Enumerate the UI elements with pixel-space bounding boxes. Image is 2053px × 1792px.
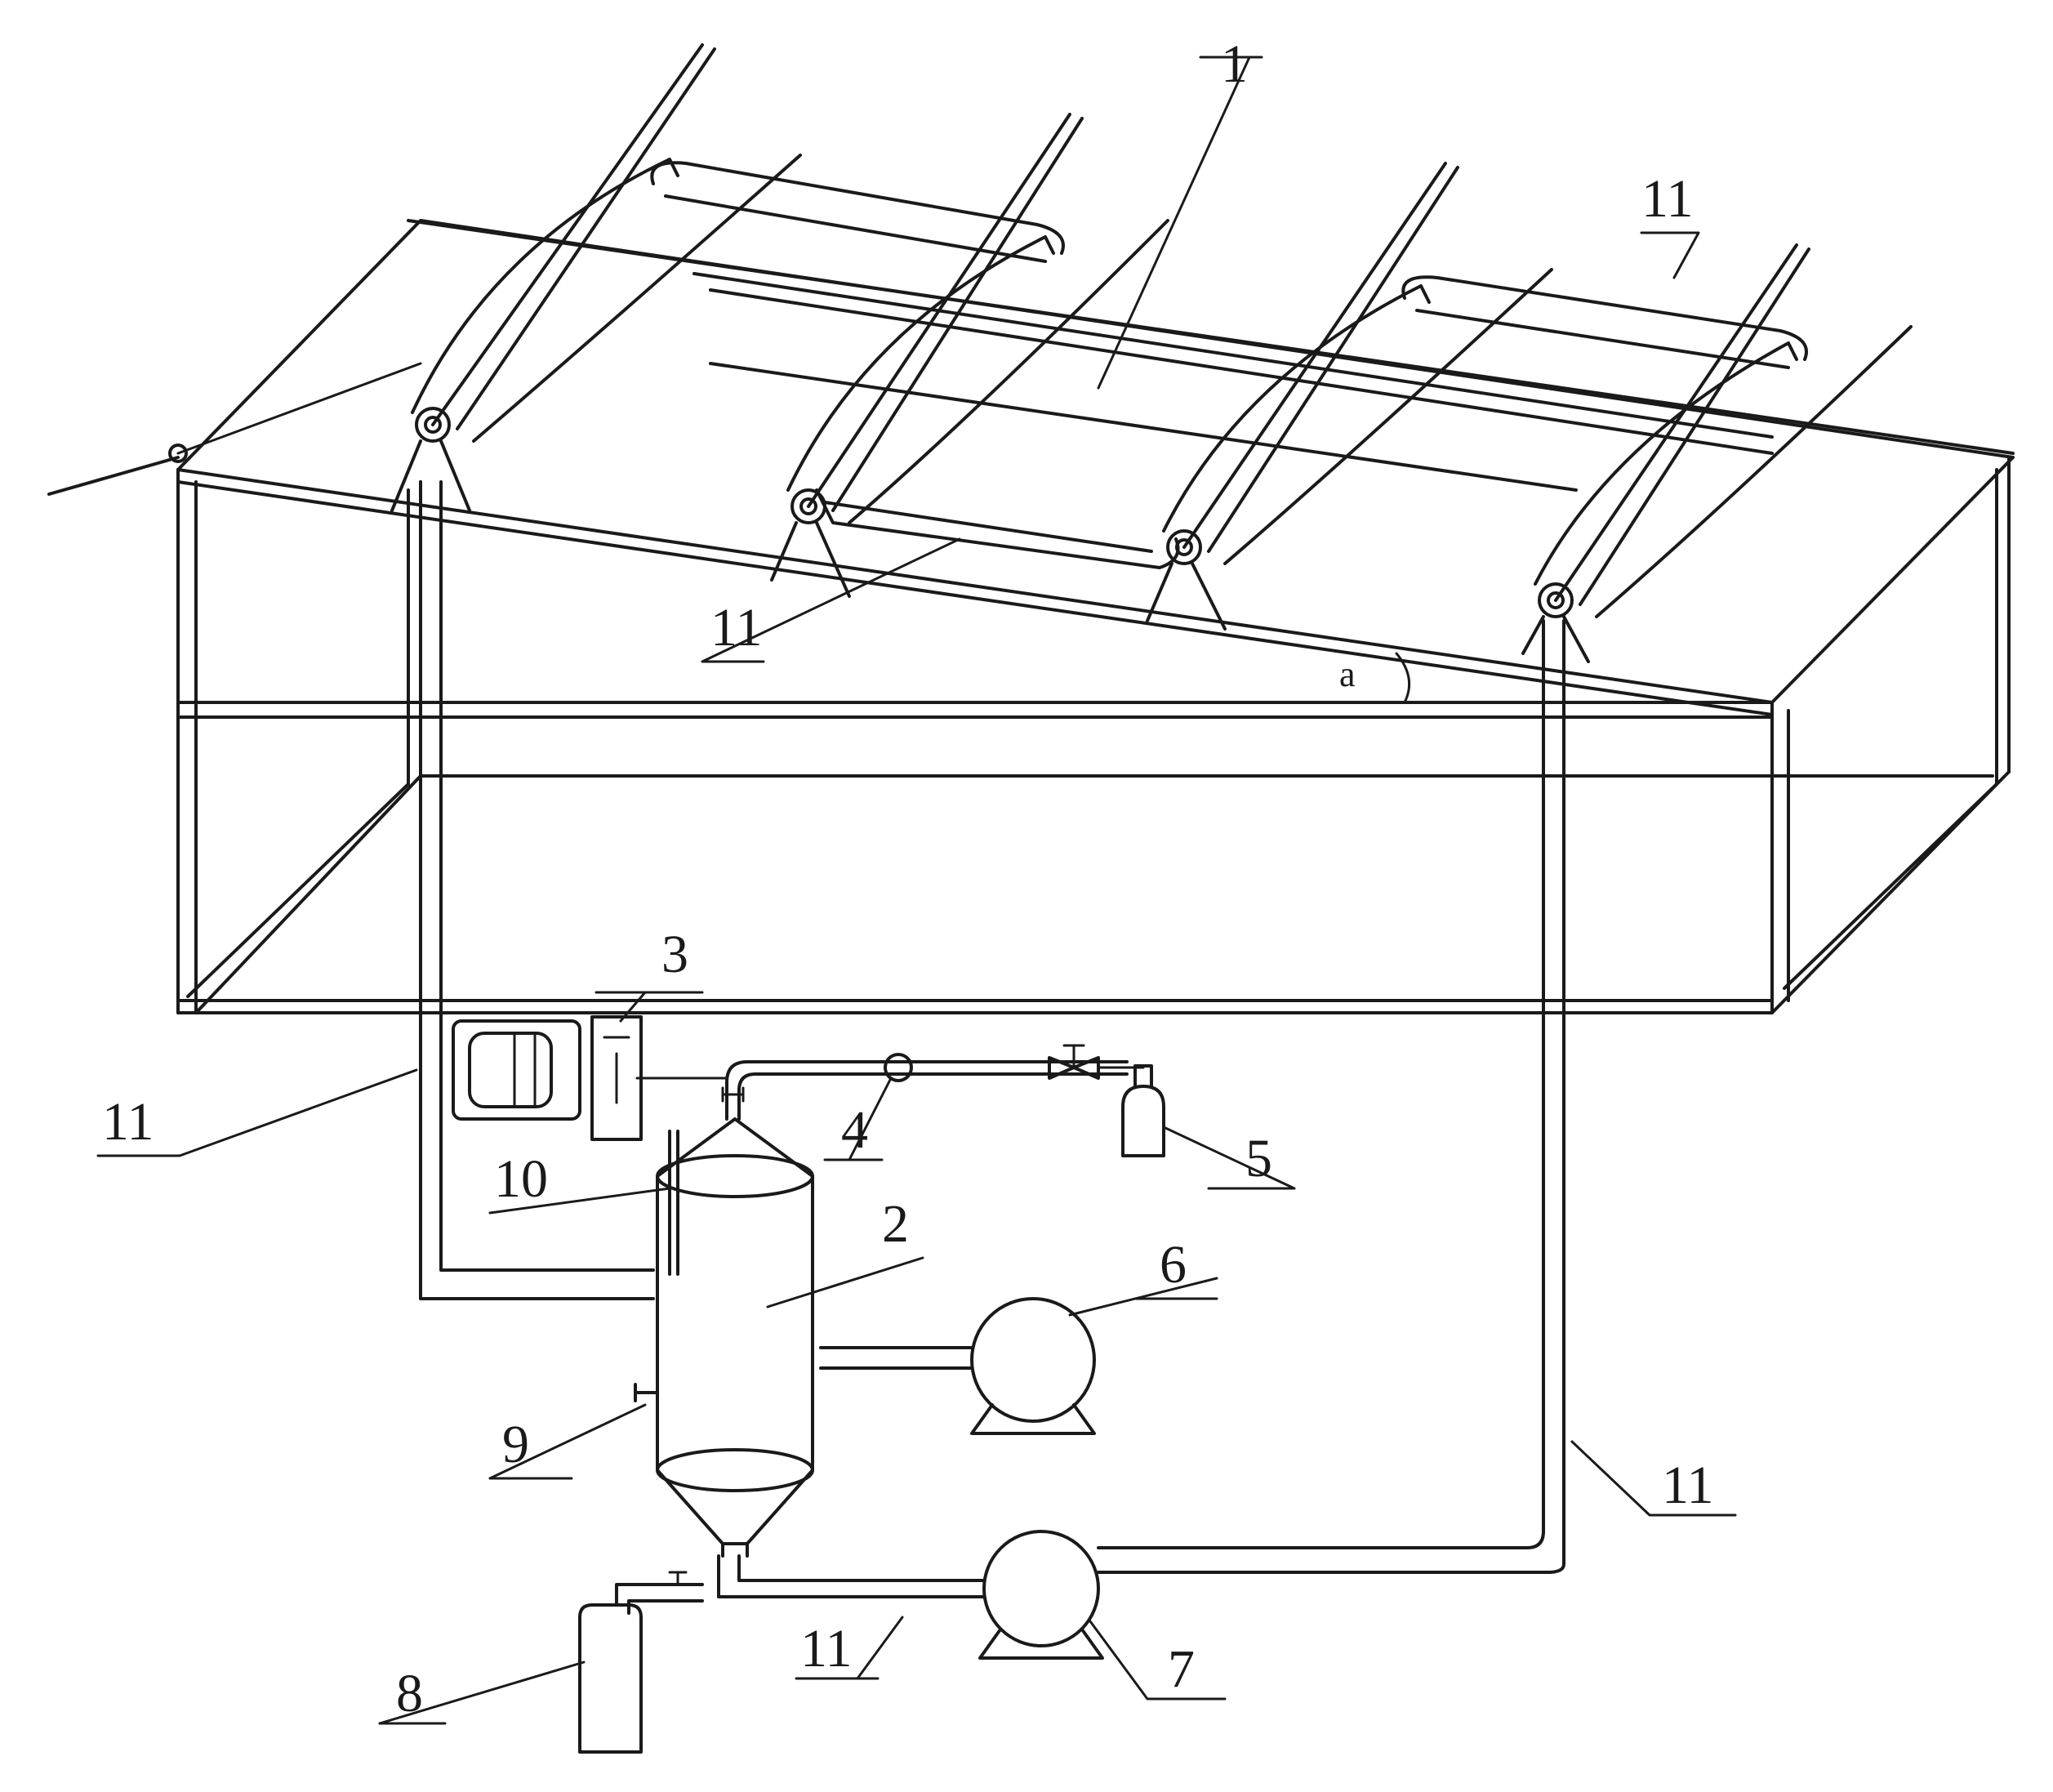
- blower-6: [970, 1297, 1096, 1435]
- label-pipe-right: 11: [1662, 1455, 1714, 1515]
- label-pipe-bottom: 11: [800, 1619, 853, 1678]
- collector-unit-4: [1521, 243, 1913, 663]
- label-pipe-left: 11: [102, 1092, 154, 1152]
- reactor-2: [656, 1117, 814, 1558]
- label-pipe-top-right: 11: [1641, 169, 1694, 229]
- circulation-pump-7: [978, 1530, 1104, 1660]
- label-gas-cylinder: 5: [1245, 1129, 1272, 1188]
- label-flow-meter: 4: [841, 1100, 868, 1160]
- collector-unit-1: [390, 43, 802, 512]
- label-reactor: 2: [882, 1194, 909, 1254]
- label-collection-bottle: 8: [396, 1664, 423, 1723]
- label-circulation-pump: 7: [1168, 1639, 1195, 1699]
- label-sensor: 10: [494, 1149, 548, 1209]
- collector-unit-2: [770, 113, 1169, 598]
- bottom-pipe: [615, 1554, 986, 1615]
- sampling-port-9: [634, 1383, 659, 1402]
- top-pipe-loops: [650, 161, 1808, 569]
- labels: 1 11 11 a 3 11 4 5 10 2 6 9 11 11 7 8: [102, 34, 1714, 1723]
- leader-lines: [96, 56, 1737, 1725]
- collector-unit-3: [1146, 162, 1553, 631]
- label-controller: 3: [661, 925, 688, 984]
- label-sampling-port: 9: [502, 1415, 529, 1474]
- label-angle: a: [1339, 654, 1356, 694]
- label-collector: 1: [1221, 34, 1248, 94]
- support-frame: [47, 219, 2015, 1014]
- label-pipe-top-middle: 11: [710, 598, 763, 658]
- return-pipe-left: [419, 480, 655, 1300]
- blower-pipe: [819, 1346, 973, 1370]
- collection-bottle-8: [578, 1603, 643, 1754]
- supply-pipe-right: [1097, 619, 1565, 1574]
- gas-line: [635, 1044, 1145, 1121]
- controller-3: [452, 1015, 643, 1141]
- label-blower: 6: [1160, 1235, 1187, 1295]
- gas-cylinder-5: [1121, 1064, 1165, 1157]
